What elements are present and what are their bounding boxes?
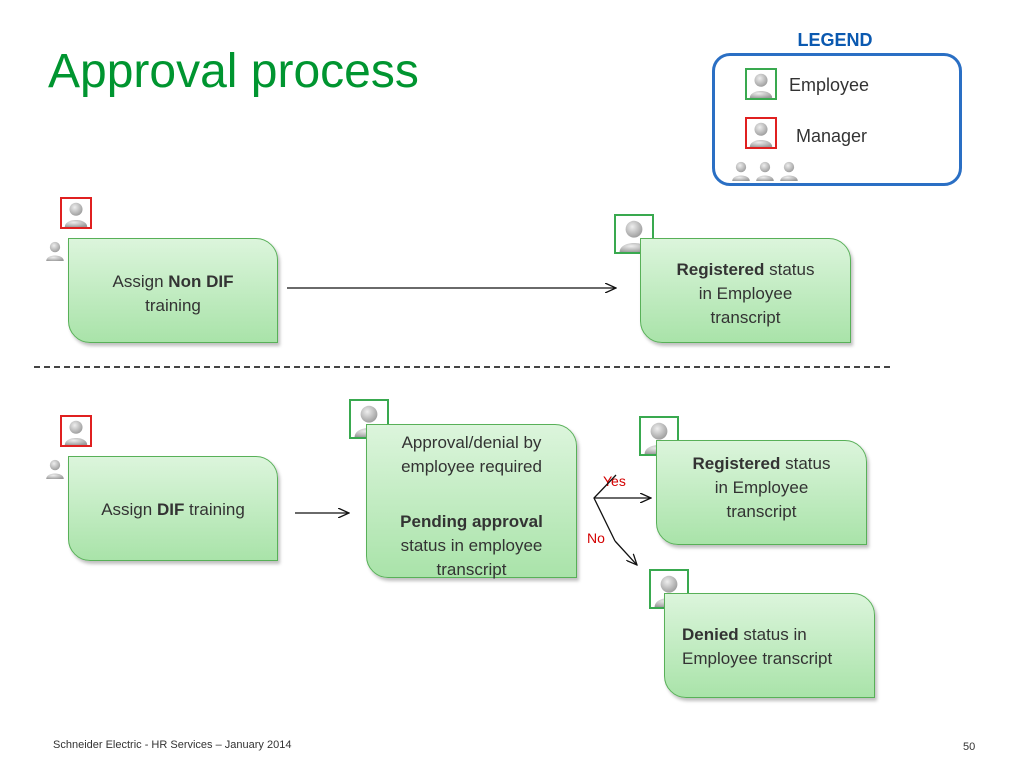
assign-non-dif-card: Assign Non DIF training bbox=[68, 238, 278, 343]
pending-approval-card: Approval/denial by employee required Pen… bbox=[366, 424, 577, 579]
legend-employee-label: Employee bbox=[789, 75, 870, 95]
legend-box bbox=[712, 53, 962, 186]
section-divider bbox=[34, 366, 890, 368]
denied-rest: status in bbox=[738, 625, 807, 644]
page-number: 50 bbox=[963, 741, 976, 753]
legend-title: LEGEND bbox=[797, 30, 873, 50]
pending-line5: transcript bbox=[436, 560, 507, 579]
assign-suffix: training bbox=[184, 500, 245, 519]
assign-bold: DIF bbox=[156, 500, 185, 519]
decision-split bbox=[593, 474, 617, 542]
assign-prefix: Assign bbox=[112, 272, 169, 291]
registered-line2: in Employee bbox=[698, 284, 793, 303]
manager-icon bbox=[60, 415, 92, 447]
assign-suffix: training bbox=[145, 296, 201, 315]
yes-label: Yes bbox=[603, 473, 626, 489]
pending-line4: status in employee bbox=[400, 536, 543, 555]
registered-bold: Registered bbox=[692, 454, 781, 473]
pending-line1: Approval/denial by bbox=[401, 433, 542, 452]
no-label: No bbox=[587, 530, 605, 546]
denied-line2: Employee transcript bbox=[682, 649, 833, 668]
assign-bold: Non DIF bbox=[168, 272, 234, 291]
footer-text: Schneider Electric - HR Services – Janua… bbox=[53, 739, 292, 751]
arrow-no bbox=[614, 540, 637, 565]
pending-line2: employee required bbox=[401, 457, 542, 476]
legend-group-icon bbox=[730, 158, 802, 182]
legend-employee-icon bbox=[745, 68, 777, 100]
denied-bold: Denied bbox=[682, 625, 739, 644]
assign-prefix: Assign bbox=[101, 500, 157, 519]
denied-card: Denied status in Employee transcript bbox=[664, 593, 875, 698]
registered-rest: status bbox=[764, 260, 815, 279]
registered-card-2: Registered status in Employee transcript bbox=[656, 440, 867, 545]
manager-icon bbox=[60, 197, 92, 229]
registered-line2: in Employee bbox=[714, 478, 809, 497]
assign-dif-card: Assign DIF training bbox=[68, 456, 278, 561]
registered-line3: transcript bbox=[726, 502, 797, 521]
legend-manager-label: Manager bbox=[796, 126, 868, 146]
registered-rest: status bbox=[780, 454, 831, 473]
pending-bold: Pending approval bbox=[400, 512, 543, 531]
registered-card-1: Registered status in Employee transcript bbox=[640, 238, 851, 343]
registered-line3: transcript bbox=[710, 308, 781, 327]
legend-manager-icon bbox=[745, 117, 777, 149]
page-title: Approval process bbox=[48, 45, 419, 98]
registered-bold: Registered bbox=[676, 260, 765, 279]
